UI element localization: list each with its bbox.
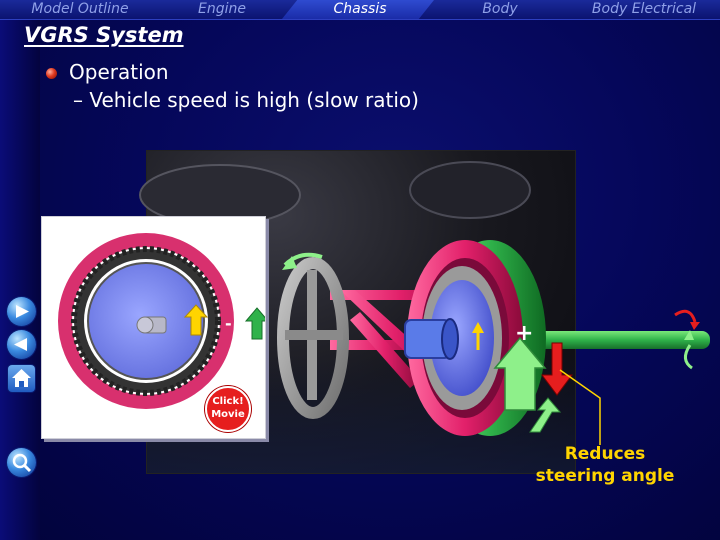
minus-sign-label: - (225, 314, 232, 333)
bullet-icon (46, 68, 57, 79)
red-down-arrow-icon (541, 342, 573, 396)
bullet-text: Operation (69, 60, 169, 84)
yellow-up-arrow-icon (183, 304, 209, 336)
active-tab-highlight (282, 0, 434, 19)
output-rotation-arrowhead-red-icon (690, 322, 700, 330)
small-green-arrow-icon (529, 397, 562, 433)
callout-text: Reduces steering angle (520, 443, 690, 487)
forward-arrow-icon (16, 305, 29, 318)
search-button[interactable] (7, 448, 36, 477)
click-movie-button[interactable]: Click! Movie (205, 386, 251, 432)
green-up-arrow-icon (493, 336, 547, 411)
tab-body-electrical[interactable]: Body Electrical (591, 1, 697, 17)
slide-title: VGRS System (24, 23, 184, 47)
back-arrow-icon (14, 338, 27, 351)
search-icon (12, 453, 32, 473)
gear-animation-preview: - (58, 233, 265, 409)
green-up-arrow-icon (244, 307, 265, 340)
tab-engine[interactable]: Engine (198, 1, 246, 17)
output-rotation-arc-green (684, 344, 693, 370)
tab-body[interactable]: Body (482, 1, 518, 17)
back-arrow-button[interactable] (7, 330, 36, 359)
home-icon (12, 369, 31, 387)
output-rotation-arrowhead-green-icon (684, 330, 694, 340)
click-movie-label-2: Movie (211, 409, 245, 420)
home-button[interactable] (8, 365, 35, 392)
sun-gear-blue (430, 280, 494, 396)
click-movie-label-1: Click! (212, 396, 244, 407)
input-shaft-end (441, 318, 459, 360)
steering-rotation-arrowhead-icon (282, 256, 297, 270)
output-rotation-arc-red (674, 309, 697, 323)
movie-panel[interactable]: - Click! Movie (41, 216, 266, 439)
callout-line-1: Reduces (564, 444, 646, 464)
top-nav-bar: Model Outline Engine Chassis Body Body E… (0, 0, 720, 20)
forward-arrow-button[interactable] (7, 297, 36, 326)
tab-chassis[interactable]: Chassis (333, 1, 387, 17)
callout-line-2: steering angle (535, 466, 675, 486)
output-shaft (520, 331, 710, 349)
link-diagonal-2 (350, 312, 420, 388)
steering-wheel-spoke-horizontal (285, 330, 343, 340)
tab-model-outline[interactable]: Model Outline (31, 1, 129, 17)
background-fender-shape (409, 161, 531, 219)
yellow-rotation-arrow-head-icon (472, 322, 484, 333)
shaft-end-icon (136, 316, 154, 334)
sub-bullet-text: – Vehicle speed is high (slow ratio) (73, 88, 419, 112)
callout-leader-line (559, 369, 601, 445)
